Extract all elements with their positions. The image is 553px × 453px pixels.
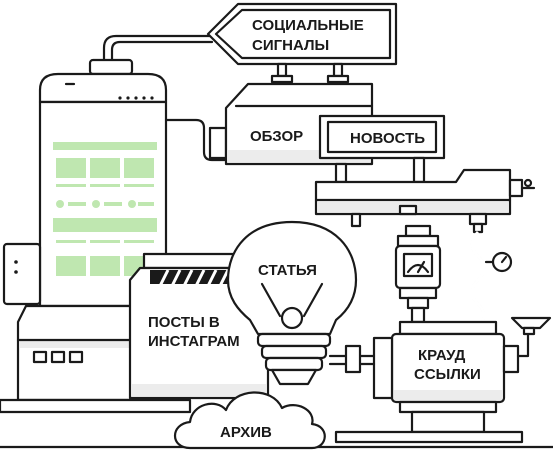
archive-label: АРХИВ [220,424,272,441]
pressure-hose [470,230,513,324]
review-machine: ОБЗОР НОВОСТЬ [224,82,446,166]
tower-head [38,72,168,104]
review-label: ОБЗОР [250,128,303,145]
base-button-1 [32,350,48,364]
instagram-label-1: ПОСТЫ В [148,314,220,331]
side-panel [2,242,42,306]
social-signals-sign: СОЦИАЛЬНЫЕ СИГНАЛЫ [206,2,398,84]
base-foot [0,398,192,414]
tower-screen [53,142,157,276]
press-rail [314,168,536,234]
article-label: СТАТЬЯ [258,262,317,279]
crowd-links-label-2: ССЫЛКИ [414,366,481,383]
instagram-label-2: ИНСТАГРАМ [148,333,240,350]
funnel-icon [510,316,552,330]
social-signals-label-1: СОЦИАЛЬНЫЕ [252,17,364,34]
social-signals-label-2: СИГНАЛЫ [252,37,329,54]
crowd-links-machine: КРАУД ССЫЛКИ [334,316,552,444]
pipe-top [110,40,214,62]
crowd-stand [334,430,524,444]
crowd-links-label-1: КРАУД [418,347,466,364]
base-button-3 [68,350,84,364]
tower-cap [88,58,134,76]
pipe-review [164,118,232,162]
pipe-top-inner [102,34,214,62]
base-button-2 [50,350,66,364]
light-bulb: СТАТЬЯ [226,220,358,386]
news-label: НОВОСТЬ [350,130,425,147]
archive-cloud: АРХИВ [174,391,326,450]
gauge-valve [394,224,442,324]
